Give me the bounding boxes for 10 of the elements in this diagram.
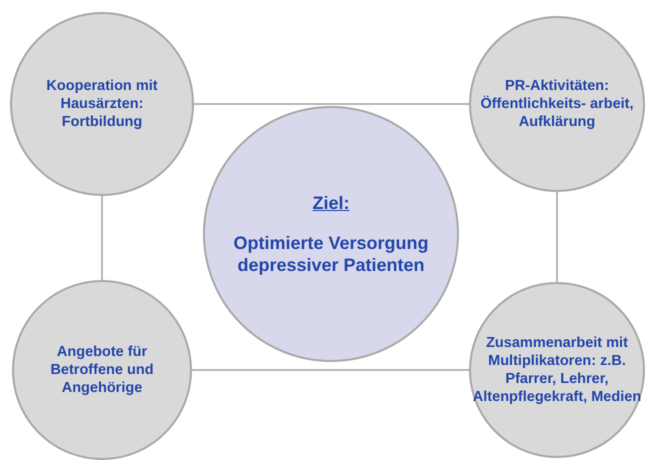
circle-text: PR-Aktivitäten: Öffentlichkeits- arbeit, Aufklärung bbox=[479, 77, 635, 131]
goal-heading: Ziel: bbox=[312, 192, 350, 214]
circle-text: Kooperation mit Hausärzten: Fortbildung bbox=[45, 77, 159, 131]
connector-line bbox=[192, 369, 469, 371]
circle-text: Angebote für Betroffene und Angehörige bbox=[49, 343, 155, 397]
connector-line bbox=[556, 192, 558, 282]
circle-text: Optimierte Versorgung depressiver Patienten bbox=[232, 232, 430, 276]
connector-line bbox=[194, 103, 469, 105]
connector-line bbox=[101, 196, 103, 280]
circle-text: Zusammenarbeit mit Multiplikatoren: z.B. Pfarrer, Lehrer, Altenpflegekraft, Medien bbox=[472, 334, 642, 406]
